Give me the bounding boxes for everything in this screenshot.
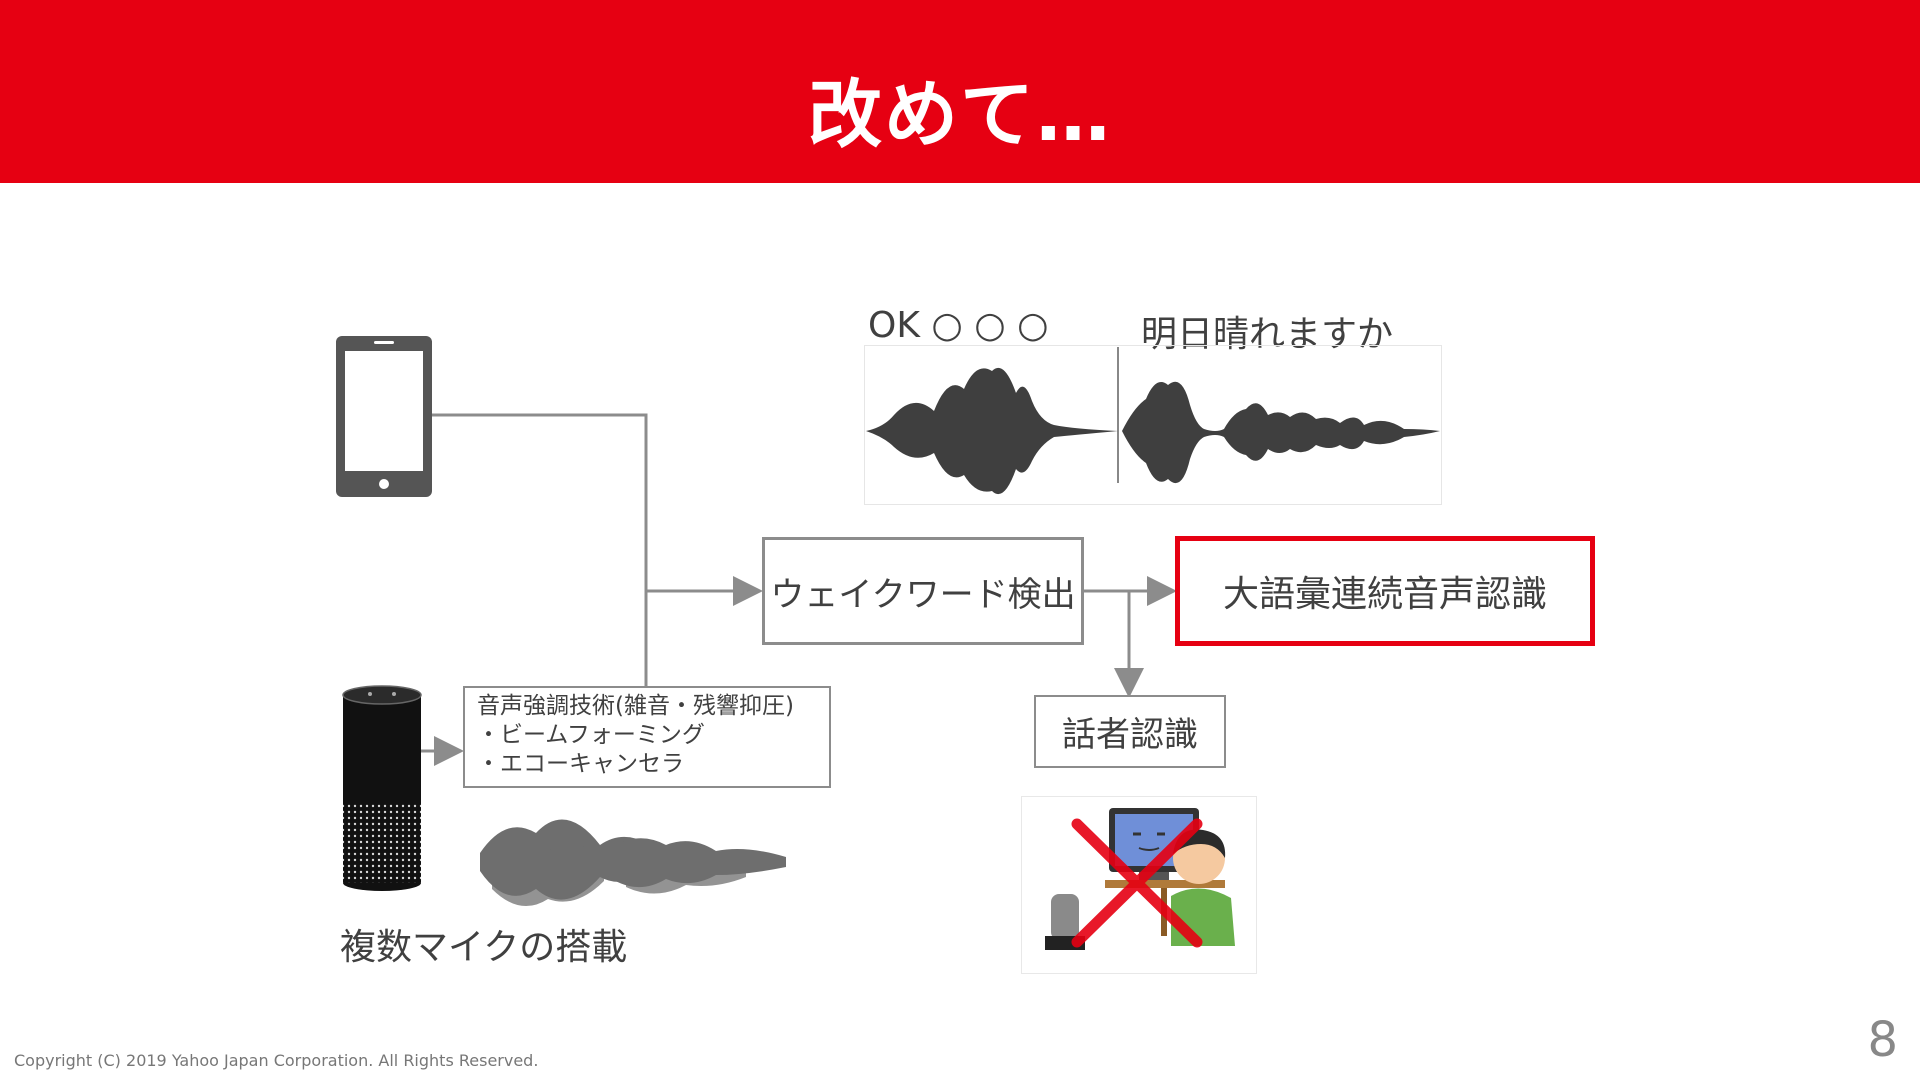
page-number: 8	[1867, 1012, 1898, 1068]
smart-speaker-icon	[342, 685, 422, 891]
asr-label: 大語彙連続音声認識	[1222, 574, 1547, 615]
enhancement-title: 音声強調技術(雑音・残響抑圧)	[477, 693, 794, 719]
enhancement-item-echo-cancel: ・エコーキャンセラ	[477, 751, 684, 777]
copyright-text: Copyright (C) 2019 Yahoo Japan Corporati…	[14, 1051, 539, 1070]
wakeword-detection-label: ウェイクワード検出	[770, 574, 1076, 615]
asr-box: 大語彙連続音声認識	[1175, 536, 1595, 646]
wakeword-detection-box: ウェイクワード検出	[762, 537, 1084, 645]
speaker-recognition-label: 話者認識	[1062, 715, 1198, 755]
smartphone-icon	[336, 336, 432, 497]
title-bar: 改めて…	[0, 0, 1920, 183]
slide-title: 改めて…	[808, 72, 1112, 158]
speaker-recognition-box: 話者認識	[1034, 695, 1226, 768]
speech-waveform	[864, 345, 1442, 505]
mic-label: 複数マイクの搭載	[340, 927, 628, 968]
enhancement-box: 音声強調技術(雑音・残響抑圧) ・ビームフォーミング ・エコーキャンセラ	[463, 686, 831, 788]
wake-word-label: OK ○ ○ ○	[868, 305, 1049, 346]
enhancement-item-beamforming: ・ビームフォーミング	[477, 722, 705, 748]
phone-connector	[432, 413, 648, 591]
multichannel-waveform	[480, 819, 786, 907]
query-label: 明日晴れますか	[1141, 314, 1394, 355]
speaker-illustration	[1021, 796, 1257, 974]
